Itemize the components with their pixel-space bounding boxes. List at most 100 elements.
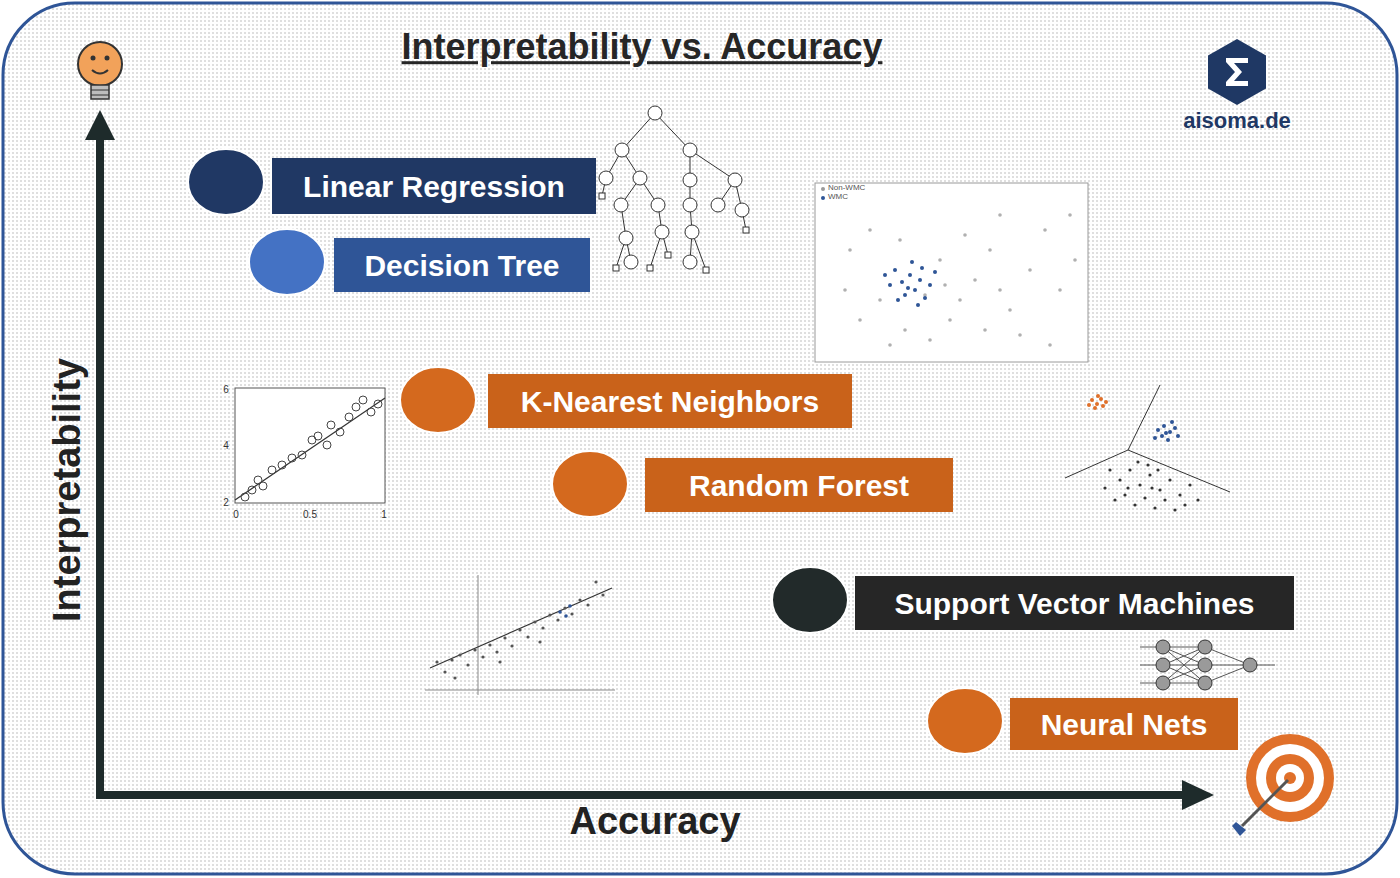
regression-illustration	[248, 486, 256, 494]
scatter-illustration	[1043, 228, 1047, 232]
tree-illustration	[619, 231, 633, 245]
model-marker	[249, 229, 325, 295]
scatter-illustration	[518, 628, 521, 631]
model-name: Random Forest	[689, 469, 909, 502]
scatter-illustration	[893, 268, 897, 272]
scatter-illustration	[998, 213, 1002, 217]
scatter-illustration	[903, 293, 907, 297]
scatter-illustration	[578, 598, 581, 601]
neural-net-illustration	[1156, 658, 1170, 672]
scatter-illustration	[988, 248, 992, 252]
axis-arrow	[85, 110, 115, 140]
cluster-illustration	[1163, 498, 1166, 501]
model-marker	[188, 149, 264, 215]
scatter-illustration	[906, 286, 910, 290]
cluster-illustration	[1153, 436, 1157, 440]
cluster-illustration	[1123, 493, 1126, 496]
scatter-illustration	[908, 273, 912, 277]
model-box: Random Forest	[645, 458, 953, 512]
scatter-illustration	[900, 280, 904, 284]
scatter-illustration	[821, 187, 825, 191]
tick-label: 0	[233, 509, 239, 520]
scatter-illustration	[1073, 258, 1077, 262]
scatter-illustration	[548, 613, 551, 616]
scatter-illustration	[938, 258, 942, 262]
scatter-illustration	[453, 676, 456, 679]
scatter-illustration	[1068, 213, 1072, 217]
scatter-illustration	[498, 660, 501, 663]
tick-label: 4	[223, 440, 229, 451]
target-icon	[1232, 822, 1246, 836]
cluster-illustration	[1156, 428, 1160, 432]
tick-label: 2	[223, 497, 229, 508]
cluster-illustration	[1090, 398, 1094, 402]
regression-illustration	[235, 398, 385, 500]
tree-illustration	[683, 143, 697, 157]
tree-illustration	[599, 106, 749, 273]
scatter-illustration	[568, 604, 572, 608]
scatter-illustration	[883, 260, 937, 307]
regression-illustration	[374, 400, 382, 408]
neural-net-illustration	[1156, 676, 1170, 690]
scatter-illustration	[933, 270, 937, 274]
scatter-illustration	[425, 575, 615, 695]
model-marker	[400, 367, 476, 433]
tree-illustration	[683, 198, 697, 212]
tree-illustration	[647, 265, 653, 271]
scatter-illustration	[928, 338, 932, 342]
regression-illustration	[241, 493, 249, 501]
scatter-illustration	[973, 278, 977, 282]
axis-label: Interpretability	[47, 358, 89, 622]
logo-icon	[1208, 39, 1266, 105]
lightbulb-icon	[92, 70, 108, 74]
scatter-illustration	[563, 606, 566, 609]
cluster-illustration	[1099, 397, 1103, 401]
model-name: Support Vector Machines	[894, 587, 1254, 620]
cluster-illustration	[1176, 434, 1180, 438]
scatter-illustration	[1058, 288, 1062, 292]
scatter-illustration	[920, 266, 924, 270]
scatter-illustration	[888, 343, 892, 347]
regression-illustration	[352, 403, 360, 411]
scatter-illustration	[473, 648, 476, 651]
axis-arrow	[1182, 780, 1214, 810]
regression-illustration	[259, 482, 267, 490]
scatter-illustration	[843, 288, 847, 292]
scatter-illustration	[821, 196, 825, 200]
regression-illustration	[345, 413, 353, 421]
scatter-illustration	[541, 626, 544, 629]
scatter-illustration	[538, 640, 541, 643]
scatter-illustration	[495, 650, 498, 653]
tree-illustration	[599, 193, 605, 199]
scatter-illustration	[435, 580, 604, 679]
lightbulb-icon	[91, 95, 109, 96]
model-box: Decision Tree	[334, 238, 590, 292]
cluster-illustration	[1133, 503, 1136, 506]
scatter-illustration	[948, 318, 952, 322]
cluster-illustration	[1168, 478, 1171, 481]
cluster-illustration	[1065, 385, 1230, 512]
tree-illustration	[711, 198, 725, 212]
scatter-illustration	[913, 288, 917, 292]
logo-text: aisoma.de	[1183, 109, 1291, 133]
regression-illustration	[367, 408, 375, 416]
scatter-illustration	[450, 658, 453, 661]
scatter-illustration	[843, 213, 1077, 347]
regression-illustration	[235, 388, 385, 503]
lightbulb-icon	[78, 42, 122, 99]
scatter-illustration	[570, 612, 573, 615]
target-icon	[1232, 734, 1334, 836]
tree-illustration	[614, 198, 628, 212]
model-marker	[927, 688, 1003, 754]
cluster-illustration	[1065, 450, 1128, 478]
cluster-illustration	[1108, 468, 1111, 471]
regression-illustration	[298, 451, 306, 459]
scatter-illustration	[558, 604, 572, 618]
model-box: Neural Nets	[1010, 698, 1238, 750]
cluster-illustration	[1148, 473, 1151, 476]
cluster-illustration	[1128, 385, 1160, 450]
scatter-illustration	[896, 298, 900, 302]
scatter-illustration	[466, 663, 469, 666]
cluster-illustration	[1136, 460, 1139, 463]
legend-text: Non-WMC	[828, 184, 865, 193]
